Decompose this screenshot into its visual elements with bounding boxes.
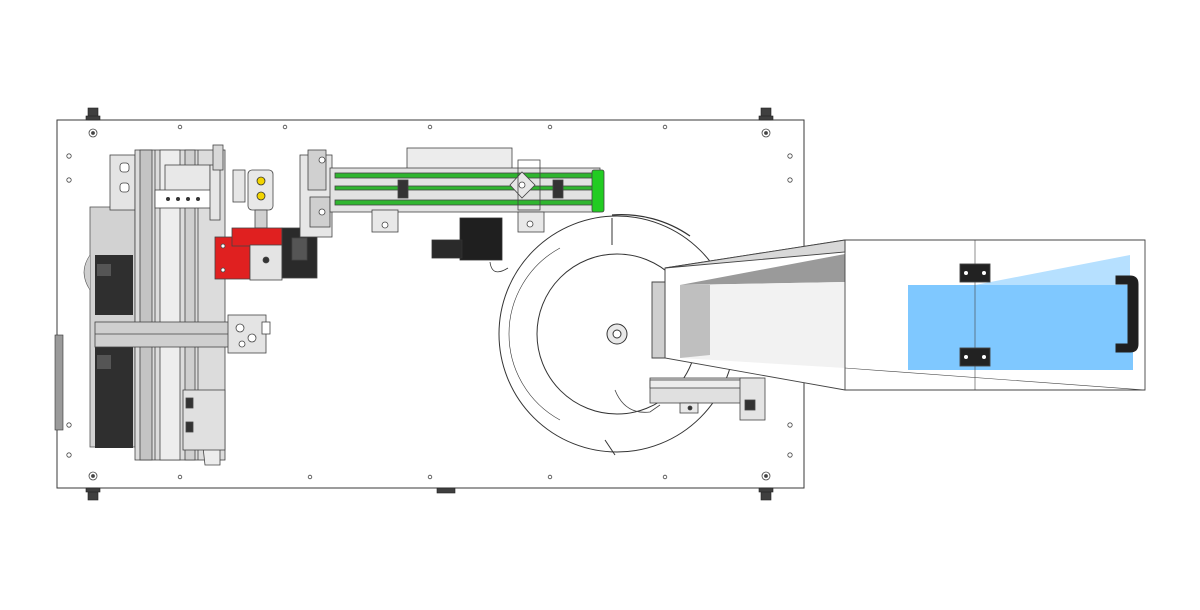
yellow-sensor-lower	[256, 191, 266, 201]
output-chute	[614, 377, 766, 421]
yellow-sensor-upper	[256, 176, 266, 186]
foot-bottom-left	[85, 487, 101, 501]
mounting-holes	[66, 124, 793, 481]
vertical-linear-guide	[109, 144, 226, 466]
mounting-feet	[85, 107, 774, 501]
hopper-blue-top	[975, 255, 1130, 285]
green-end-cap	[591, 169, 605, 213]
foot-bottom-right	[758, 487, 774, 501]
hopper-handle[interactable]	[1115, 275, 1139, 353]
transparent-hopper	[651, 239, 1146, 391]
bottom-center-tab	[436, 487, 456, 494]
green-linear-conveyor	[299, 147, 605, 238]
guide-carriage	[154, 189, 216, 209]
red-gripper-block	[214, 169, 318, 281]
horizontal-cross-arm	[94, 314, 271, 354]
stepper-motor	[431, 217, 509, 273]
hopper-blue-fill	[908, 285, 1133, 370]
foot-top-right	[758, 107, 774, 121]
foot-top-left	[85, 107, 101, 121]
